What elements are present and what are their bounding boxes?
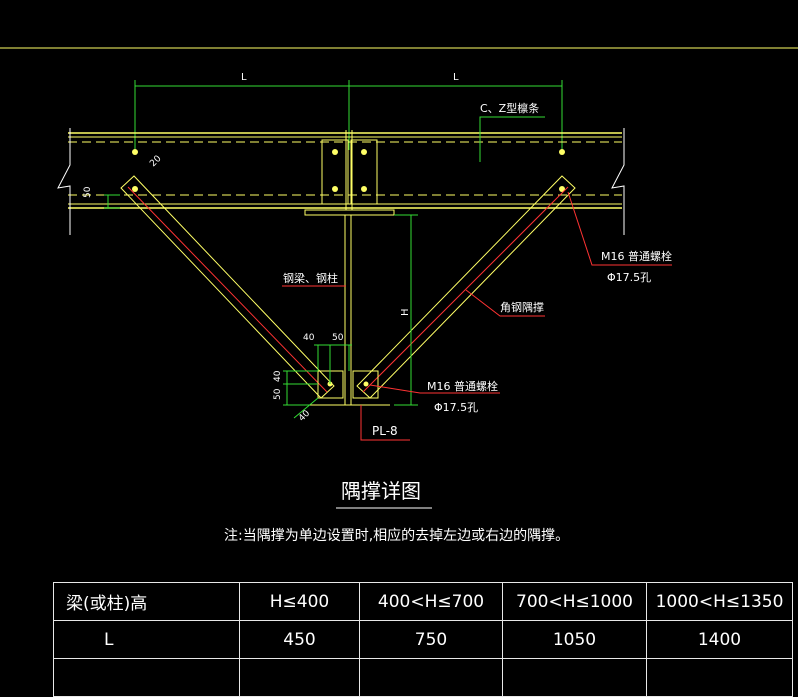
drawing-note: 注:当隅撑为单边设置时,相应的去掉左边或右边的隅撑。 — [224, 527, 569, 544]
table-cell: 1000<H≤1350 — [646, 582, 793, 621]
bolt-bottom-leader — [369, 384, 500, 394]
table-cell: 400<H≤700 — [359, 582, 503, 621]
table-cell: 700<H≤1000 — [502, 582, 647, 621]
angle-brace-right-axis — [362, 186, 569, 393]
table-cell — [239, 658, 360, 697]
table-cell: 750 — [359, 620, 503, 659]
left-dimensions — [104, 194, 352, 406]
angle-brace-left-axis — [127, 186, 328, 393]
table-cell: L — [53, 620, 240, 659]
plate-label: PL-8 — [372, 424, 398, 438]
angle-brace-label: 角钢隅撑 — [500, 300, 544, 314]
table-row — [53, 658, 793, 697]
dim-40-bottom-line — [293, 397, 319, 419]
dim-40-top: 40 — [303, 333, 315, 343]
bolt-top-leader — [567, 191, 672, 266]
table-cell: H≤400 — [239, 582, 360, 621]
dim-50-top: 50 — [332, 333, 344, 343]
table-cell: 梁(或柱)高 — [53, 582, 240, 621]
purlin-top — [68, 132, 622, 143]
table-row: L 450 750 1050 1400 — [53, 620, 793, 659]
break-line-left — [57, 128, 71, 235]
beam-plate-bolts — [332, 149, 367, 192]
dim-20-brace: 20 — [148, 154, 163, 169]
break-line-right — [611, 128, 625, 235]
purlin-leader — [479, 116, 545, 162]
bottom-bolts — [327, 381, 369, 387]
dim-50-brace: 50 — [83, 186, 93, 198]
dimension-table: 梁(或柱)高 H≤400 400<H≤700 700<H≤1000 1000<H… — [53, 582, 793, 697]
table-header-row: 梁(或柱)高 H≤400 400<H≤700 700<H≤1000 1000<H… — [53, 582, 793, 621]
purlin-label: C、Z型檩条 — [480, 101, 539, 115]
bolt-bottom-label: M16 普通螺栓 — [427, 379, 498, 393]
table-cell — [359, 658, 503, 697]
dim-40-bottom: 40 — [297, 408, 312, 423]
bolt-top-label: M16 普通螺栓 — [601, 249, 672, 263]
dim-l-right: L — [453, 72, 459, 83]
dim-h: H — [400, 308, 411, 316]
angle-brace-leader — [465, 289, 545, 317]
drawing-title: 隅撑详图 — [341, 479, 421, 503]
table-cell: 450 — [239, 620, 360, 659]
hole-bottom-label: Φ17.5孔 — [434, 401, 478, 414]
table-cell — [53, 658, 240, 697]
bottom-plates — [310, 370, 390, 406]
hole-top-label: Φ17.5孔 — [607, 271, 651, 284]
plate-leader — [360, 405, 410, 441]
top-dimension — [134, 80, 563, 150]
beam-column-label: 钢梁、钢柱 — [283, 271, 338, 285]
beam-top-plates — [321, 130, 378, 210]
table-cell — [646, 658, 793, 697]
dim-50-left: 50 — [273, 388, 283, 400]
steel-beam — [304, 209, 395, 405]
table-cell: 1050 — [502, 620, 647, 659]
table-cell — [502, 658, 647, 697]
h-dimension — [394, 214, 418, 406]
table-cell: 1400 — [646, 620, 793, 659]
purlin-bolts — [132, 149, 565, 192]
angle-brace-left — [120, 175, 335, 399]
purlin-bottom — [68, 194, 622, 209]
dim-40-left: 40 — [273, 370, 283, 382]
dim-l-left: L — [241, 72, 247, 83]
